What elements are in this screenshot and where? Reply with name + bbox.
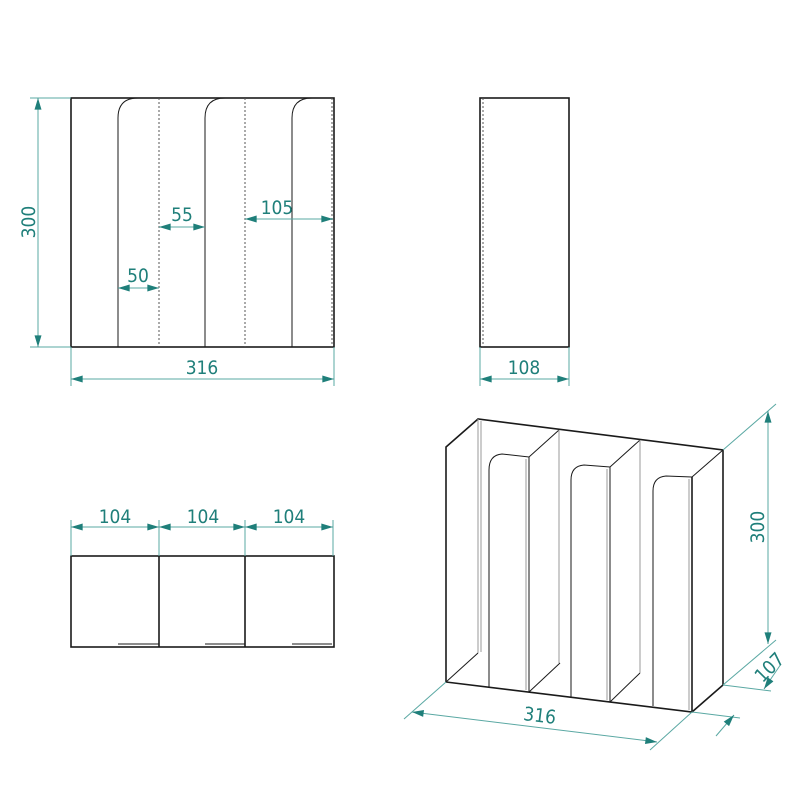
dimension-width: 316 [70, 347, 335, 386]
isometric-view: 300 316 107 [403, 403, 789, 751]
iso-dimension-width: 316 [403, 681, 693, 751]
dimension-slot: 50 [118, 265, 159, 292]
width-label: 316 [186, 357, 219, 379]
height-label: 300 [18, 206, 40, 239]
iso-height-label: 300 [747, 511, 769, 544]
iso-depth-label: 107 [750, 648, 789, 687]
compartment-3-label: 104 [273, 506, 306, 528]
dimension-gap: 55 [159, 204, 205, 231]
compartment-label: 105 [261, 197, 294, 219]
dimension-compartment: 105 [244, 197, 334, 223]
side-view: 108 [479, 97, 570, 386]
gap-label: 55 [171, 204, 193, 226]
depth-label: 108 [508, 357, 541, 379]
iso-width-label: 316 [522, 703, 557, 729]
top-view: 104 104 104 [70, 506, 335, 648]
dimension-height: 300 [18, 97, 71, 348]
front-view: 300 316 50 55 105 [18, 97, 335, 386]
slot-label: 50 [127, 265, 149, 287]
compartment-1-label: 104 [99, 506, 132, 528]
iso-dimension-height: 300 [722, 403, 777, 686]
iso-dimension-depth: 107 [691, 648, 789, 737]
compartment-2-label: 104 [187, 506, 220, 528]
